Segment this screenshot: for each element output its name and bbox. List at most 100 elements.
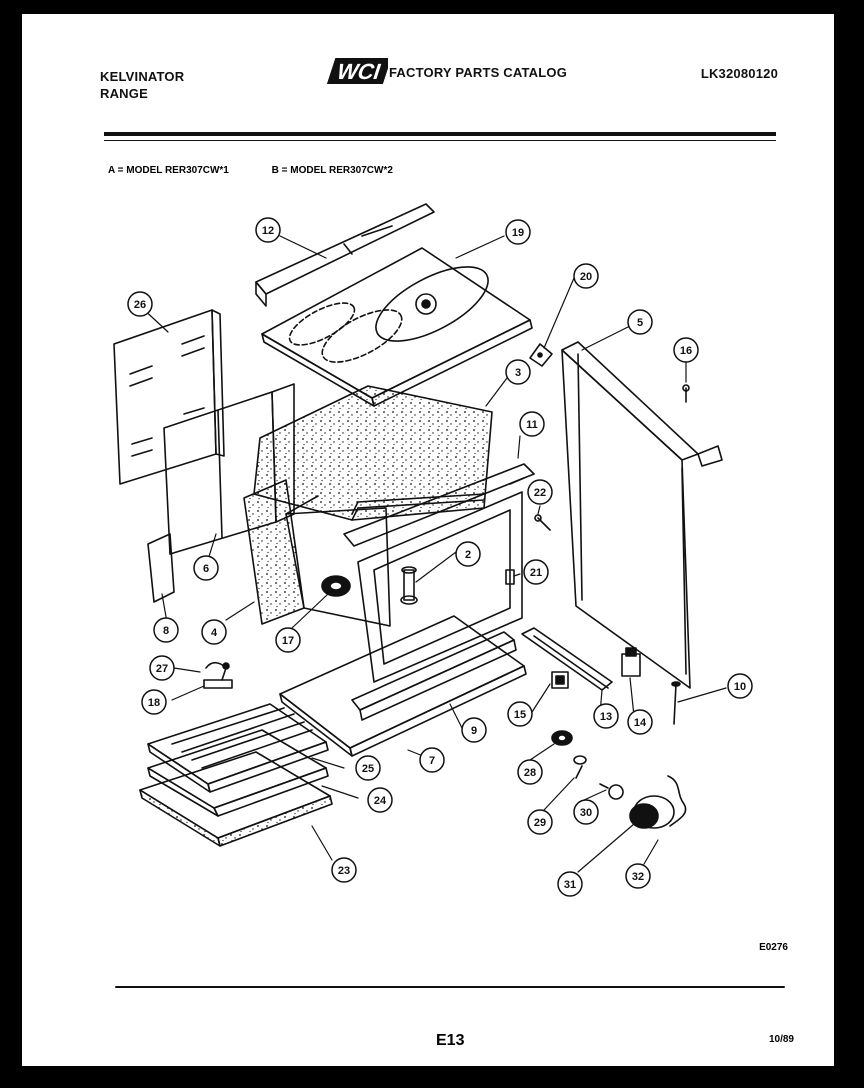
callout-5: 5 [627,309,653,335]
svg-text:11: 11 [526,419,538,431]
svg-text:30: 30 [580,807,592,819]
callout-12: 12 [255,217,281,243]
part-oven-body [243,479,391,627]
callout-10: 10 [727,673,753,699]
catalog-sheet: KELVINATOR RANGE WCI FACTORY PARTS CATAL… [22,14,834,1066]
revision-date: 10/89 [768,1034,794,1045]
svg-text:7: 7 [429,755,435,767]
svg-text:18: 18 [148,697,160,709]
callout-16: 16 [673,337,699,363]
wci-logo: WCI [326,58,388,84]
part-broiler-pan [147,729,329,817]
callouts: 12 19 20 5 16 26 3 11 22 2 21 6 8 4 17 2… [127,217,753,897]
part-bracket [529,343,553,367]
callout-25: 25 [355,755,381,781]
svg-text:14: 14 [634,717,647,729]
exploded-parts-diagram: 12 19 20 5 16 26 3 11 22 2 21 6 8 4 17 2… [113,203,785,988]
callout-13: 13 [593,703,619,729]
brand-name: KELVINATOR [100,69,185,84]
part-oven-rack [139,751,333,847]
part-side-panel [561,341,723,689]
part-rear-panel [113,309,225,485]
callout-17: 17 [275,627,301,653]
part-terminal-block [621,647,641,677]
part-side-rail [521,627,613,691]
callout-21: 21 [523,559,549,585]
callout-22: 22 [527,479,553,505]
callout-2: 2 [455,541,481,567]
product-type: RANGE [100,86,148,101]
svg-text:16: 16 [680,345,692,357]
svg-text:12: 12 [262,225,274,237]
svg-text:6: 6 [203,563,209,575]
svg-text:27: 27 [156,663,168,675]
svg-text:2: 2 [465,549,471,561]
svg-text:31: 31 [564,879,576,891]
part-knob-assembly [551,730,687,829]
callout-24: 24 [367,787,393,813]
part-front-frame [343,463,535,683]
part-wire-harness [203,661,233,689]
part-insulation [253,385,493,521]
callout-8: 8 [153,617,179,643]
callout-14: 14 [627,709,653,735]
svg-text:32: 32 [632,871,644,883]
svg-text:25: 25 [362,763,374,775]
svg-text:24: 24 [374,795,387,807]
callout-11: 11 [519,411,545,437]
part-oven-light [400,566,418,605]
svg-text:19: 19 [512,227,524,239]
part-leveling-leg [671,681,681,725]
callout-29: 29 [527,809,553,835]
svg-text:28: 28 [524,767,536,779]
part-screw [534,384,690,531]
part-broiler-pan-insert [147,703,329,793]
model-a: A = MODEL RER307CW*1 [108,165,229,176]
part-cooktop [261,247,533,407]
svg-text:17: 17 [282,635,294,647]
model-legend: A = MODEL RER307CW*1 B = MODEL RER307CW*… [108,165,433,176]
callout-19: 19 [505,219,531,245]
svg-text:20: 20 [580,271,592,283]
svg-text:22: 22 [534,487,546,499]
model-b: B = MODEL RER307CW*2 [271,165,393,176]
svg-text:23: 23 [338,865,350,877]
header-rule-thick [104,132,776,136]
diagram-code: E0276 [759,942,788,953]
part-bottom-panel [279,615,527,757]
svg-text:29: 29 [534,817,546,829]
svg-text:26: 26 [134,299,146,311]
callout-18: 18 [141,689,167,715]
svg-text:13: 13 [600,711,612,723]
svg-text:9: 9 [471,725,477,737]
callout-9: 9 [461,717,487,743]
part-oven-switch [321,575,351,597]
catalog-title: FACTORY PARTS CATALOG [389,65,568,80]
callout-32: 32 [625,863,651,889]
callout-26: 26 [127,291,153,317]
svg-text:15: 15 [514,709,526,721]
part-top-trim [255,203,435,307]
callout-23: 23 [331,857,357,883]
part-support-bar [351,631,517,721]
callout-30: 30 [573,799,599,825]
callout-20: 20 [573,263,599,289]
callout-27: 27 [149,655,175,681]
callout-15: 15 [507,701,533,727]
svg-text:10: 10 [734,681,746,693]
page-number: E13 [436,1032,465,1049]
logo-text: WCI [334,60,385,84]
part-switch-box [551,671,569,689]
callout-7: 7 [419,747,445,773]
brand-block: KELVINATOR RANGE [100,68,184,102]
svg-text:8: 8 [163,625,169,637]
svg-text:3: 3 [515,367,521,379]
svg-text:5: 5 [637,317,643,329]
svg-text:4: 4 [211,627,218,639]
callout-6: 6 [193,555,219,581]
svg-text:21: 21 [530,567,542,579]
callout-31: 31 [557,871,583,897]
part-clip [505,569,515,585]
callout-4: 4 [201,619,227,645]
callout-3: 3 [505,359,531,385]
